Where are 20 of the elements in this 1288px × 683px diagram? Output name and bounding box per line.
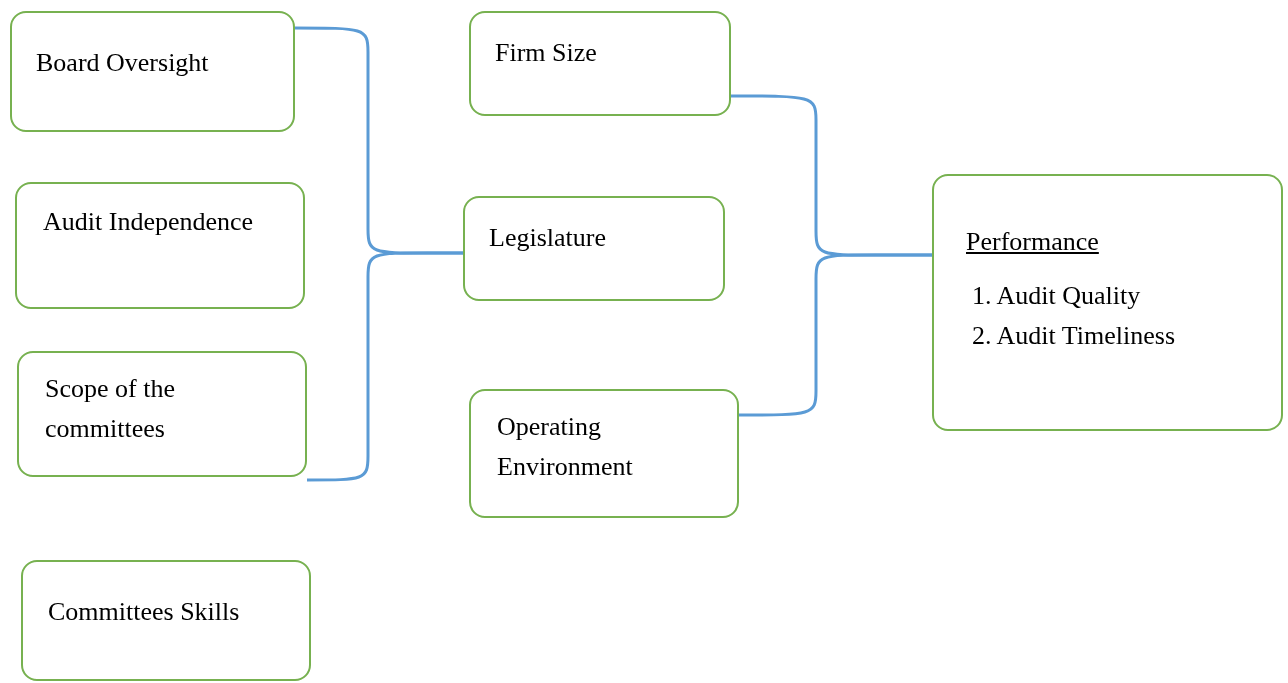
rounded-box (469, 11, 731, 116)
box-label: Legislature (489, 222, 607, 254)
rounded-box (21, 560, 311, 681)
rounded-box (463, 196, 725, 301)
rounded-box (15, 182, 305, 309)
box-label: Scope of the committees (45, 373, 176, 445)
rounded-box (469, 389, 739, 518)
box-label: Audit Independence (43, 206, 255, 238)
rounded-box (932, 174, 1283, 431)
rounded-box (17, 351, 307, 477)
box-label: Operating Environment (497, 411, 634, 483)
list-item: 2. Audit Timeliness (971, 320, 1176, 352)
box-heading: Performance (966, 226, 1100, 258)
box-label: Board Oversight (36, 47, 210, 79)
brace-connector (739, 253, 932, 417)
box-label: Firm Size (495, 37, 598, 69)
list-item: 1. Audit Quality (971, 280, 1142, 312)
box-label: Committees Skills (48, 596, 241, 628)
rounded-box (10, 11, 295, 132)
brace-connector (307, 251, 463, 482)
